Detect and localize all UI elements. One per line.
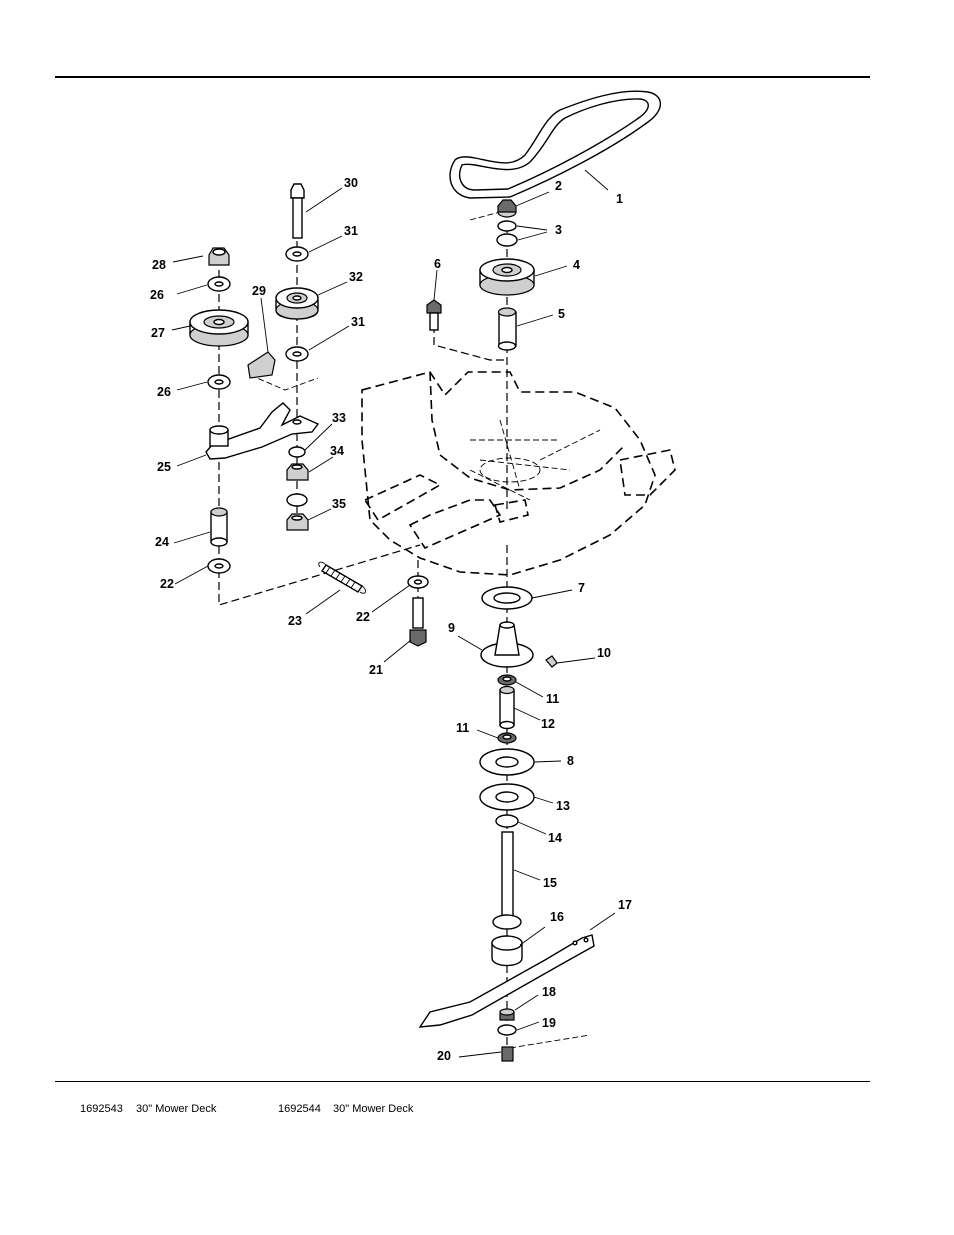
callout-22a: 22	[160, 577, 174, 591]
belt-guard-29	[247, 351, 276, 379]
idler-arm-25	[205, 402, 320, 460]
callout-15: 15	[543, 876, 557, 890]
callout-34: 34	[330, 444, 344, 458]
v-belt	[449, 90, 662, 199]
callout-21: 21	[369, 663, 383, 677]
bolt-30	[290, 183, 305, 239]
callout-35: 35	[332, 497, 346, 511]
bearing-housing-7	[481, 586, 533, 610]
pulley-32	[275, 287, 319, 320]
belt-path-line	[469, 211, 501, 221]
callout-26b: 26	[157, 385, 171, 399]
spindle-housing-9	[480, 621, 534, 668]
washer-22-right-hole	[413, 579, 423, 585]
callout-1: 1	[616, 192, 623, 206]
footer-right-title: 30" Mower Deck	[333, 1103, 414, 1115]
footer-left-part-number: 1692543	[80, 1103, 123, 1115]
washer-3b	[496, 233, 518, 247]
callout-11b: 11	[456, 721, 469, 735]
callout-23: 23	[288, 614, 302, 628]
callout-8: 8	[567, 754, 574, 768]
pulley-4	[479, 258, 535, 296]
blade-17	[418, 934, 595, 1028]
callout-13: 13	[556, 799, 570, 813]
washer-33	[288, 446, 306, 458]
mower-deck-outline	[361, 371, 676, 576]
washer-31-top-hole	[292, 251, 302, 257]
callout-26a: 26	[150, 288, 164, 302]
washer-35	[286, 493, 308, 507]
bolt-6	[426, 299, 442, 331]
nut-35	[286, 513, 309, 531]
bolt-21	[409, 597, 427, 647]
spacer-5	[497, 307, 517, 351]
grease-fitting-10	[545, 655, 558, 668]
callout-25: 25	[157, 460, 171, 474]
callout-19: 19	[542, 1016, 556, 1030]
callout-22b: 22	[356, 610, 370, 624]
bolt-6-path	[433, 325, 507, 361]
callout-3: 3	[555, 223, 562, 237]
callout-32: 32	[349, 270, 363, 284]
callout-27: 27	[151, 326, 165, 340]
nut-2	[497, 199, 517, 218]
footer-right-part-number: 1692544	[278, 1103, 321, 1115]
spring-23	[318, 561, 367, 594]
callout-7: 7	[578, 581, 585, 595]
washer-22-left-hole	[214, 563, 224, 569]
washer-26-bottom-hole	[214, 379, 224, 385]
callout-31b: 31	[351, 315, 365, 329]
bearing-11-top	[497, 674, 517, 686]
washer-26-top-hole	[214, 281, 224, 287]
blade-adapter-16	[491, 935, 523, 967]
callout-labels: 1 2 3 4 5 6 7 8 9 10 11 11 12 13 14 15 1…	[150, 176, 632, 1063]
washer-18	[499, 1008, 515, 1021]
spacer-24	[210, 507, 228, 547]
callout-20: 20	[437, 1049, 451, 1063]
blade-path-line	[509, 1034, 591, 1049]
callout-10: 10	[597, 646, 611, 660]
washer-14	[495, 814, 519, 828]
bottom-rule	[55, 1081, 870, 1082]
spacer-12	[499, 685, 515, 730]
nut-34	[286, 463, 309, 481]
callout-4: 4	[573, 258, 580, 272]
top-rule	[55, 76, 870, 78]
idler-link-line	[249, 374, 319, 391]
lock-washer-19	[497, 1024, 517, 1036]
footer-left-title: 30" Mower Deck	[136, 1103, 217, 1115]
callout-17: 17	[618, 898, 632, 912]
callout-11a: 11	[546, 692, 559, 706]
plate-13	[479, 783, 535, 811]
callout-29: 29	[252, 284, 266, 298]
bolt-20	[501, 1046, 514, 1062]
callout-14: 14	[548, 831, 562, 845]
callout-30: 30	[344, 176, 358, 190]
callout-9: 9	[448, 621, 455, 635]
callout-5: 5	[558, 307, 565, 321]
idler-pulley-27	[189, 309, 249, 347]
callout-18: 18	[542, 985, 556, 999]
callout-6: 6	[434, 257, 441, 271]
washer-3a	[497, 220, 517, 232]
washer-31-bottom-hole	[292, 351, 302, 357]
callout-2: 2	[555, 179, 562, 193]
callout-16: 16	[550, 910, 564, 924]
nut-28	[208, 247, 230, 266]
callout-28: 28	[152, 258, 166, 272]
callout-31a: 31	[344, 224, 358, 238]
callout-24: 24	[155, 535, 169, 549]
spindle-shaft-15	[492, 831, 522, 930]
callout-12: 12	[541, 717, 555, 731]
leader-lines	[171, 169, 616, 1058]
plate-8	[479, 748, 535, 776]
bearing-11-bottom	[497, 732, 517, 744]
callout-33: 33	[332, 411, 346, 425]
